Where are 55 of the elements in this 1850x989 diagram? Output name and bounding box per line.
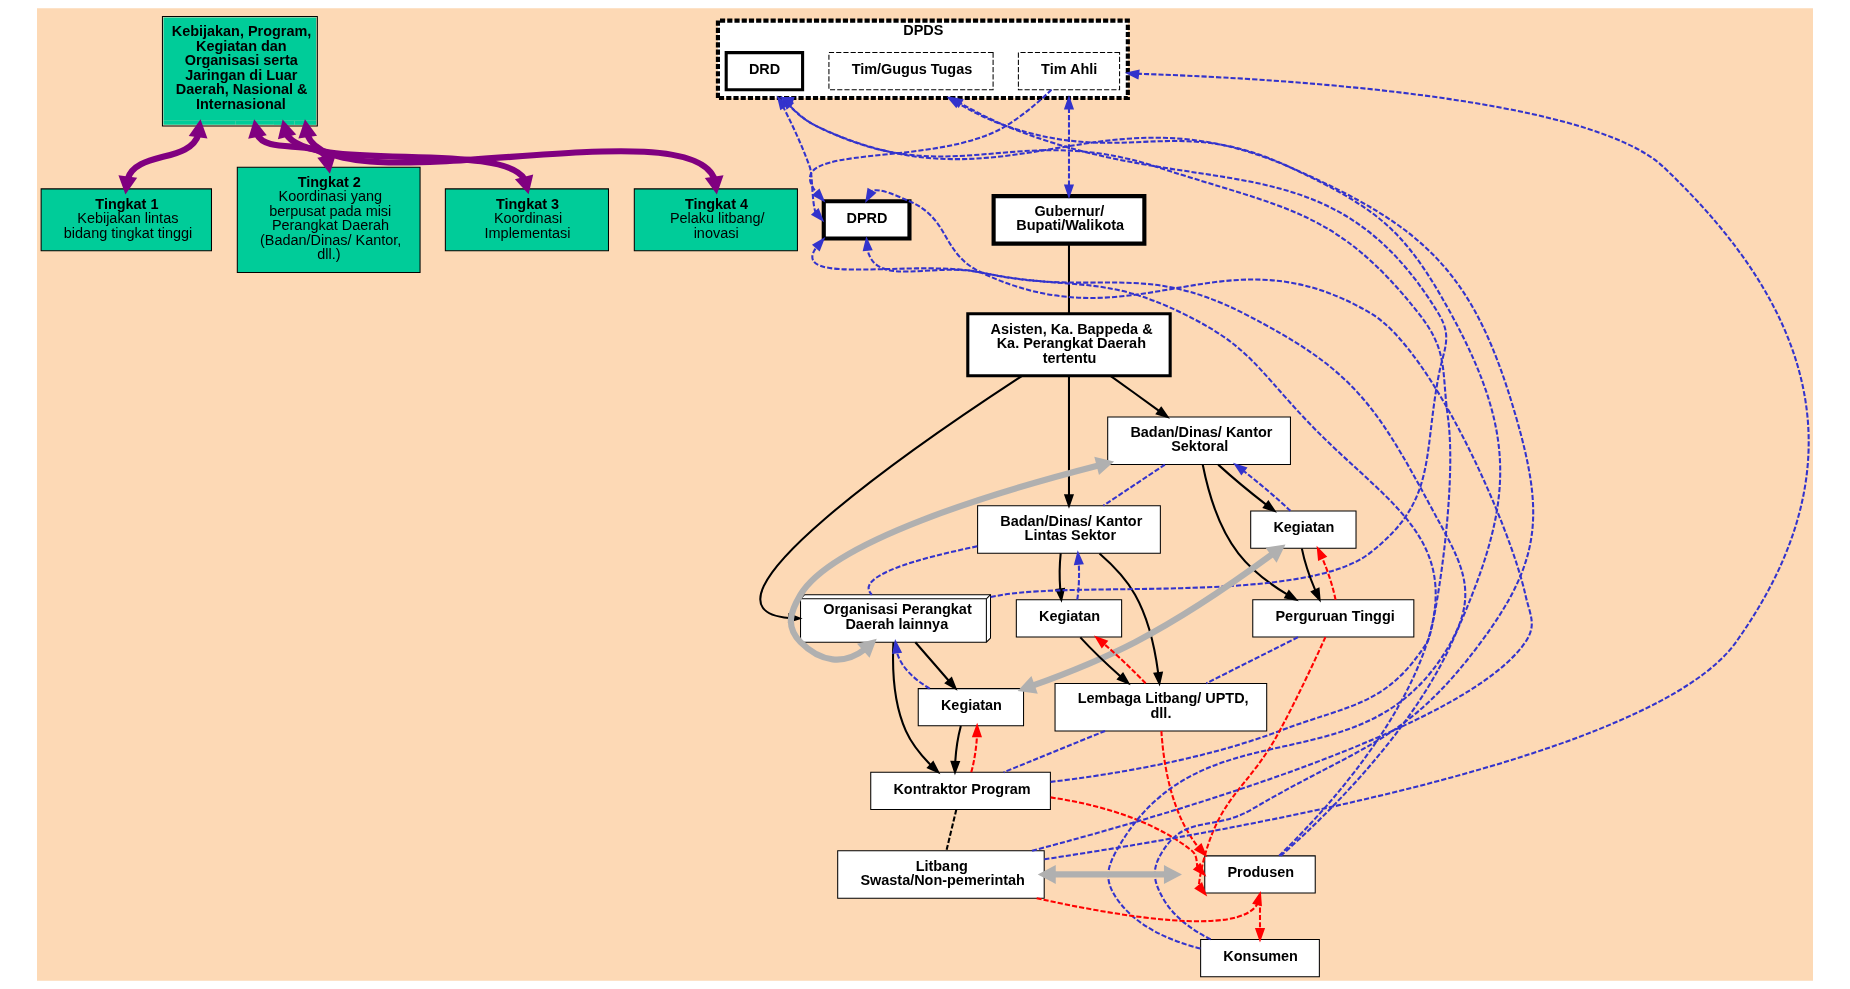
arrow — [1233, 462, 1292, 512]
connector — [1102, 463, 1166, 507]
node-box: Tim Ahli — [1017, 52, 1121, 91]
node-box: Asisten, Ka. Bappeda & Ka. Perangkat Daerah tertentu — [966, 312, 1172, 378]
node-box: Produsen — [1204, 855, 1316, 894]
node-box: Badan/Dinas/ Kantor Lintas Sektor — [977, 505, 1161, 554]
arrow — [1093, 635, 1147, 684]
arrow — [811, 237, 1437, 857]
node-box: Perguruan Tinggi — [1252, 599, 1415, 638]
connector — [1067, 243, 1070, 314]
arrow — [862, 236, 1467, 950]
connector — [1003, 730, 1106, 774]
node-box: Lembaga Litbang/ UPTD, dll. — [1054, 682, 1268, 732]
arrow — [1160, 731, 1208, 858]
arrow — [1217, 463, 1277, 513]
arrow — [1017, 544, 1286, 694]
arrow — [1063, 94, 1075, 199]
node-box: Tingkat 4 Pelaku litbang/ inovasi — [633, 188, 798, 252]
arrow — [892, 642, 941, 775]
arrow — [970, 722, 982, 773]
node-box: Gubernur/ Bupati/Walikota — [991, 194, 1147, 246]
node-box: Litbang Swasta/Non-pemerintah — [837, 850, 1045, 899]
node-box: Tingkat 1 Kebijakan lintas bidang tingkat tinggi — [40, 188, 212, 252]
node-box: Tingkat 2 Koordinasi yang berpusat pada misi Perangkat Daerah (Badan/Dinas/ Kantor, dll.) — [236, 166, 421, 274]
node-box: DRD — [724, 51, 805, 92]
node-box: DPRD — [821, 199, 912, 241]
arrow — [950, 725, 962, 776]
node-box: Tim/Gugus Tugas — [828, 52, 994, 91]
node-box: Konsumen — [1200, 939, 1320, 978]
arrow — [1109, 374, 1170, 419]
arrow — [914, 641, 958, 691]
node-box: Kegiatan — [917, 688, 1025, 727]
arrow — [298, 119, 724, 195]
arrow — [1316, 545, 1337, 600]
node-box: Kontraktor Program — [870, 771, 1051, 810]
arrow — [1036, 891, 1262, 923]
arrow — [892, 639, 931, 690]
arrow — [1073, 550, 1084, 600]
arrow — [1300, 548, 1321, 603]
arrow — [1194, 636, 1327, 897]
arrow — [1063, 376, 1075, 509]
node-box: Kegiatan — [1250, 510, 1357, 549]
connector — [945, 809, 958, 851]
arrow — [1079, 636, 1131, 686]
arrow — [1254, 893, 1266, 943]
node-box: Tingkat 3 Koordinasi Implementasi — [444, 188, 609, 252]
node-box: Kegiatan — [1015, 599, 1123, 638]
arrow — [1201, 464, 1299, 602]
node-box: Badan/Dinas/ Kantor Sektoral — [1107, 416, 1291, 466]
arrow — [1098, 552, 1164, 687]
connector — [1205, 636, 1299, 685]
arrow — [118, 119, 208, 195]
arrow — [1044, 69, 1810, 861]
arrow — [865, 187, 1532, 852]
arrow — [809, 89, 1053, 203]
